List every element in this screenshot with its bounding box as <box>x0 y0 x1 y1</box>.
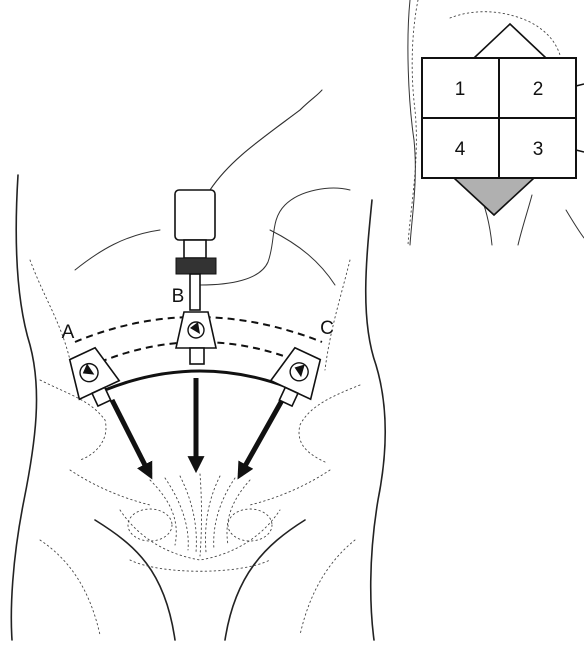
scan-arc <box>105 371 295 390</box>
quadrant-label-1: 1 <box>455 79 466 100</box>
transducer-neck <box>184 240 206 258</box>
quadrant-label-3: 3 <box>533 139 544 160</box>
tube-b <box>200 188 350 285</box>
inset-right-marks <box>576 84 584 152</box>
position-label-b: B <box>172 286 185 307</box>
beam-arrows <box>112 378 285 475</box>
left-inner-leg <box>95 520 175 640</box>
left-rib-contour <box>75 230 160 270</box>
quadrant-label-4: 4 <box>455 139 466 160</box>
quadrant-label-2: 2 <box>533 79 544 100</box>
probe-b-tip <box>190 348 204 364</box>
left-inguinal-line <box>70 470 150 505</box>
transducer-handle <box>175 190 215 240</box>
position-label-a: A <box>62 322 75 343</box>
cable-b-inner <box>210 90 322 190</box>
inset-right-edge <box>566 210 584 238</box>
quadrant-inset: 1 2 4 3 <box>408 0 584 245</box>
pelvic-region <box>120 474 280 571</box>
left-hip-contour <box>40 540 100 635</box>
arrow-from-c <box>240 395 285 475</box>
probe-c <box>265 344 328 412</box>
inset-right-inner-line <box>518 195 532 245</box>
probe-a <box>62 344 125 412</box>
torso-left-outline <box>11 175 36 640</box>
right-inguinal-line <box>250 470 330 505</box>
inset-bottom-wedge <box>454 178 534 215</box>
transducer-knurled-ring <box>176 258 216 274</box>
right-inner-leg <box>225 520 305 640</box>
right-hip-contour <box>300 540 355 635</box>
arrow-from-a <box>112 400 150 475</box>
inset-top-wedge <box>474 24 546 58</box>
position-label-c: C <box>320 318 334 339</box>
left-abdominal-contour <box>30 260 70 360</box>
torso-right-outline <box>366 200 386 640</box>
right-rib-contour <box>270 230 335 285</box>
transducer-shaft <box>190 274 200 310</box>
